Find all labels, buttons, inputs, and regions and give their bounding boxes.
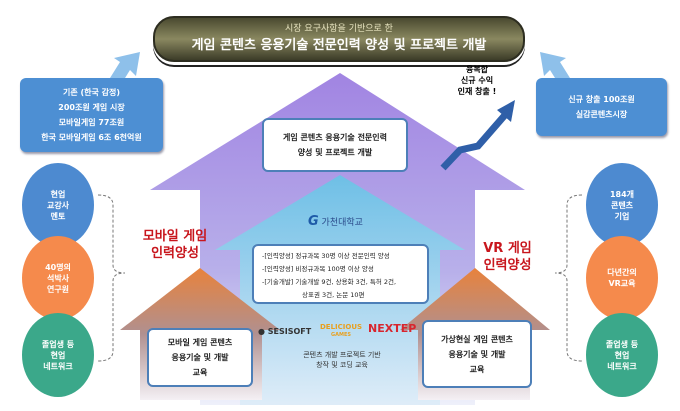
circle-vr-edu: 다년간의 VR교육 [586, 236, 658, 320]
text: 40명의 [45, 262, 71, 272]
text: VR교육 [608, 279, 636, 288]
text: DELICIOUS [320, 323, 363, 331]
sesisoft-logo: ● SESISOFT [258, 327, 312, 336]
text: 인력양성 [151, 246, 199, 261]
text: 졸업생 등 [605, 339, 639, 349]
text: 다년간의 [607, 268, 637, 277]
text: 200조원 게임 시장 [58, 103, 125, 112]
text: 양성 및 프로젝트 개발 [297, 148, 373, 157]
goal-item: -[인력양성] 비정규과목 100명 이상 양성 [262, 264, 374, 273]
growth-arrow-icon [440, 112, 508, 171]
text: 모바일 게임 [142, 229, 208, 244]
text: 게임 콘텐츠 응용기술 전문인력 [282, 133, 388, 142]
top-left-arrow-icon [110, 52, 140, 86]
text: GAMES [331, 332, 352, 338]
text: 기존 (한국 감정) [62, 88, 121, 97]
text: 콘텐츠 [610, 200, 634, 210]
text: 가상현실 게임 콘텐츠 [441, 334, 513, 344]
top-right-arrow-icon [540, 52, 570, 86]
text: 네트워크 [607, 361, 637, 371]
text: 졸업생 등 [41, 339, 75, 349]
text: SESISOFT [267, 327, 312, 336]
text: 교강사 [46, 200, 70, 210]
text: 모바일게임 77조원 [58, 118, 125, 127]
goal-banner: 시장 요구사항을 기반으로 한 게임 콘텐츠 응용기술 전문인력 양성 및 프로… [153, 16, 525, 62]
text: 신규 수익 [460, 76, 494, 85]
text: 인력양성 [483, 258, 532, 273]
text: 석박사 [46, 273, 70, 283]
text: 모바일 게임 콘텐츠 [167, 338, 233, 347]
text: 멘토 [50, 211, 66, 221]
university-name: 가천대학교 [321, 218, 363, 228]
goal-item: 상표권 3건, 논문 10편 [302, 290, 365, 299]
text: 한국 모바일게임 6조 6천억원 [41, 133, 142, 142]
text: VR 게임 [483, 241, 532, 256]
right-brace [554, 194, 583, 362]
text: 네트워크 [43, 361, 73, 371]
text: 응용기술 및 개발 [448, 349, 506, 359]
text: 현업 [50, 350, 66, 360]
banner-subtitle: 시장 요구사항을 기반으로 한 [285, 24, 393, 34]
text: 연구원 [46, 284, 70, 294]
text: 신규 창출 100조원 [568, 95, 635, 104]
text: 인재 창출 ! [457, 87, 497, 96]
text: 응용기술 및 개발 [171, 353, 229, 362]
text: 실감콘텐츠시장 [575, 110, 628, 119]
text: 기업 [614, 211, 630, 221]
goals-box: -[인력양성] 정규과목 30명 이상 전문인력 양성 -[인력양성] 비정규과목… [252, 244, 429, 304]
nextep-logo: NEXTEP [368, 322, 417, 335]
goal-item: -[기술개발] 기술개발 9건, 상용화 3건, 특허 2건, [262, 277, 397, 286]
text: 콘텐츠 개발 프로젝트 기반 [303, 351, 381, 359]
left-brace [97, 194, 126, 362]
goal-item: -[인력양성] 정규과목 30명 이상 전문인력 양성 [262, 251, 390, 260]
text: 현업 [614, 350, 630, 360]
text: 교육 [469, 364, 485, 374]
text: 184개 [609, 189, 635, 199]
university-logo: G 가천대학교 [308, 214, 363, 229]
banner-title: 게임 콘텐츠 응용기술 전문인력 양성 및 프로젝트 개발 [191, 38, 487, 53]
text: 교육 [192, 368, 208, 377]
text: 융복합 [465, 65, 489, 74]
text: 현업 [50, 189, 66, 199]
text: 창작 및 코딩 교육 [316, 361, 368, 369]
